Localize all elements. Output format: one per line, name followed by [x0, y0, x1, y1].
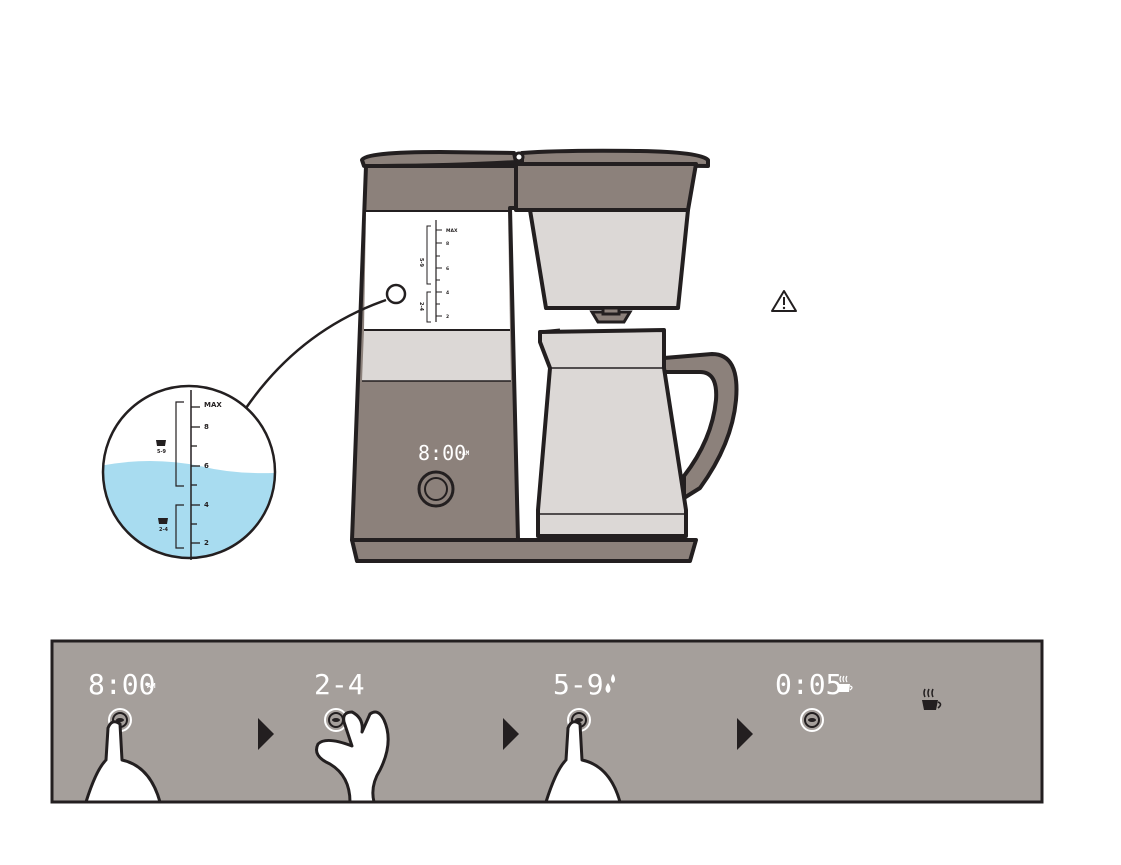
step-4-display: 0:05: [775, 668, 842, 701]
brew-head: [516, 164, 696, 210]
machine-brew-dial[interactable]: [419, 472, 453, 506]
step-1-display: 8:00: [88, 668, 155, 701]
machine-display-ampm: AM: [462, 450, 470, 457]
water-tank-lower: [362, 330, 511, 381]
zoom-label-6: 6: [204, 462, 209, 470]
step-3-display: 5-9: [553, 668, 604, 701]
base-plate: [352, 540, 696, 561]
warning-icon: [772, 291, 796, 311]
window-label-max: MAX: [446, 228, 458, 234]
water-tank-window: [364, 211, 510, 330]
zoom-label-max: MAX: [204, 401, 222, 409]
window-group-large: 5-9: [418, 258, 424, 268]
step-1-ampm: AM: [147, 682, 155, 690]
coffee-maker: MAX 8 6 4 2 5-9 2-4 8:00 AM: [352, 151, 737, 561]
zoom-label-2: 2: [204, 539, 209, 547]
zoom-group-small: 2-4: [159, 527, 169, 533]
water-fill: [100, 461, 290, 560]
zoom-label-8: 8: [204, 423, 209, 431]
cup-icon: [156, 440, 166, 446]
window-label-4: 4: [446, 290, 449, 296]
window-label-2: 2: [446, 314, 449, 320]
filter-basket: [530, 210, 688, 308]
window-label-8: 8: [446, 241, 449, 247]
step-2-display: 2-4: [314, 668, 365, 701]
zoom-group-large: 5-9: [157, 449, 167, 455]
zoom-marker: [387, 285, 405, 303]
zoomed-water-scale: MAX 8 6 4 2 5-9 2-4: [100, 386, 290, 560]
machine-display-time: 8:00: [418, 441, 466, 465]
steps-panel: 8:00 AM 2-4 5-9: [52, 641, 1042, 802]
zoom-label-4: 4: [204, 501, 209, 509]
carafe: [538, 330, 686, 536]
window-label-6: 6: [446, 266, 449, 272]
lid: [362, 152, 516, 166]
step-4-dial[interactable]: [801, 709, 823, 731]
cup-icon: [158, 518, 168, 524]
window-group-small: 2-4: [418, 302, 424, 312]
